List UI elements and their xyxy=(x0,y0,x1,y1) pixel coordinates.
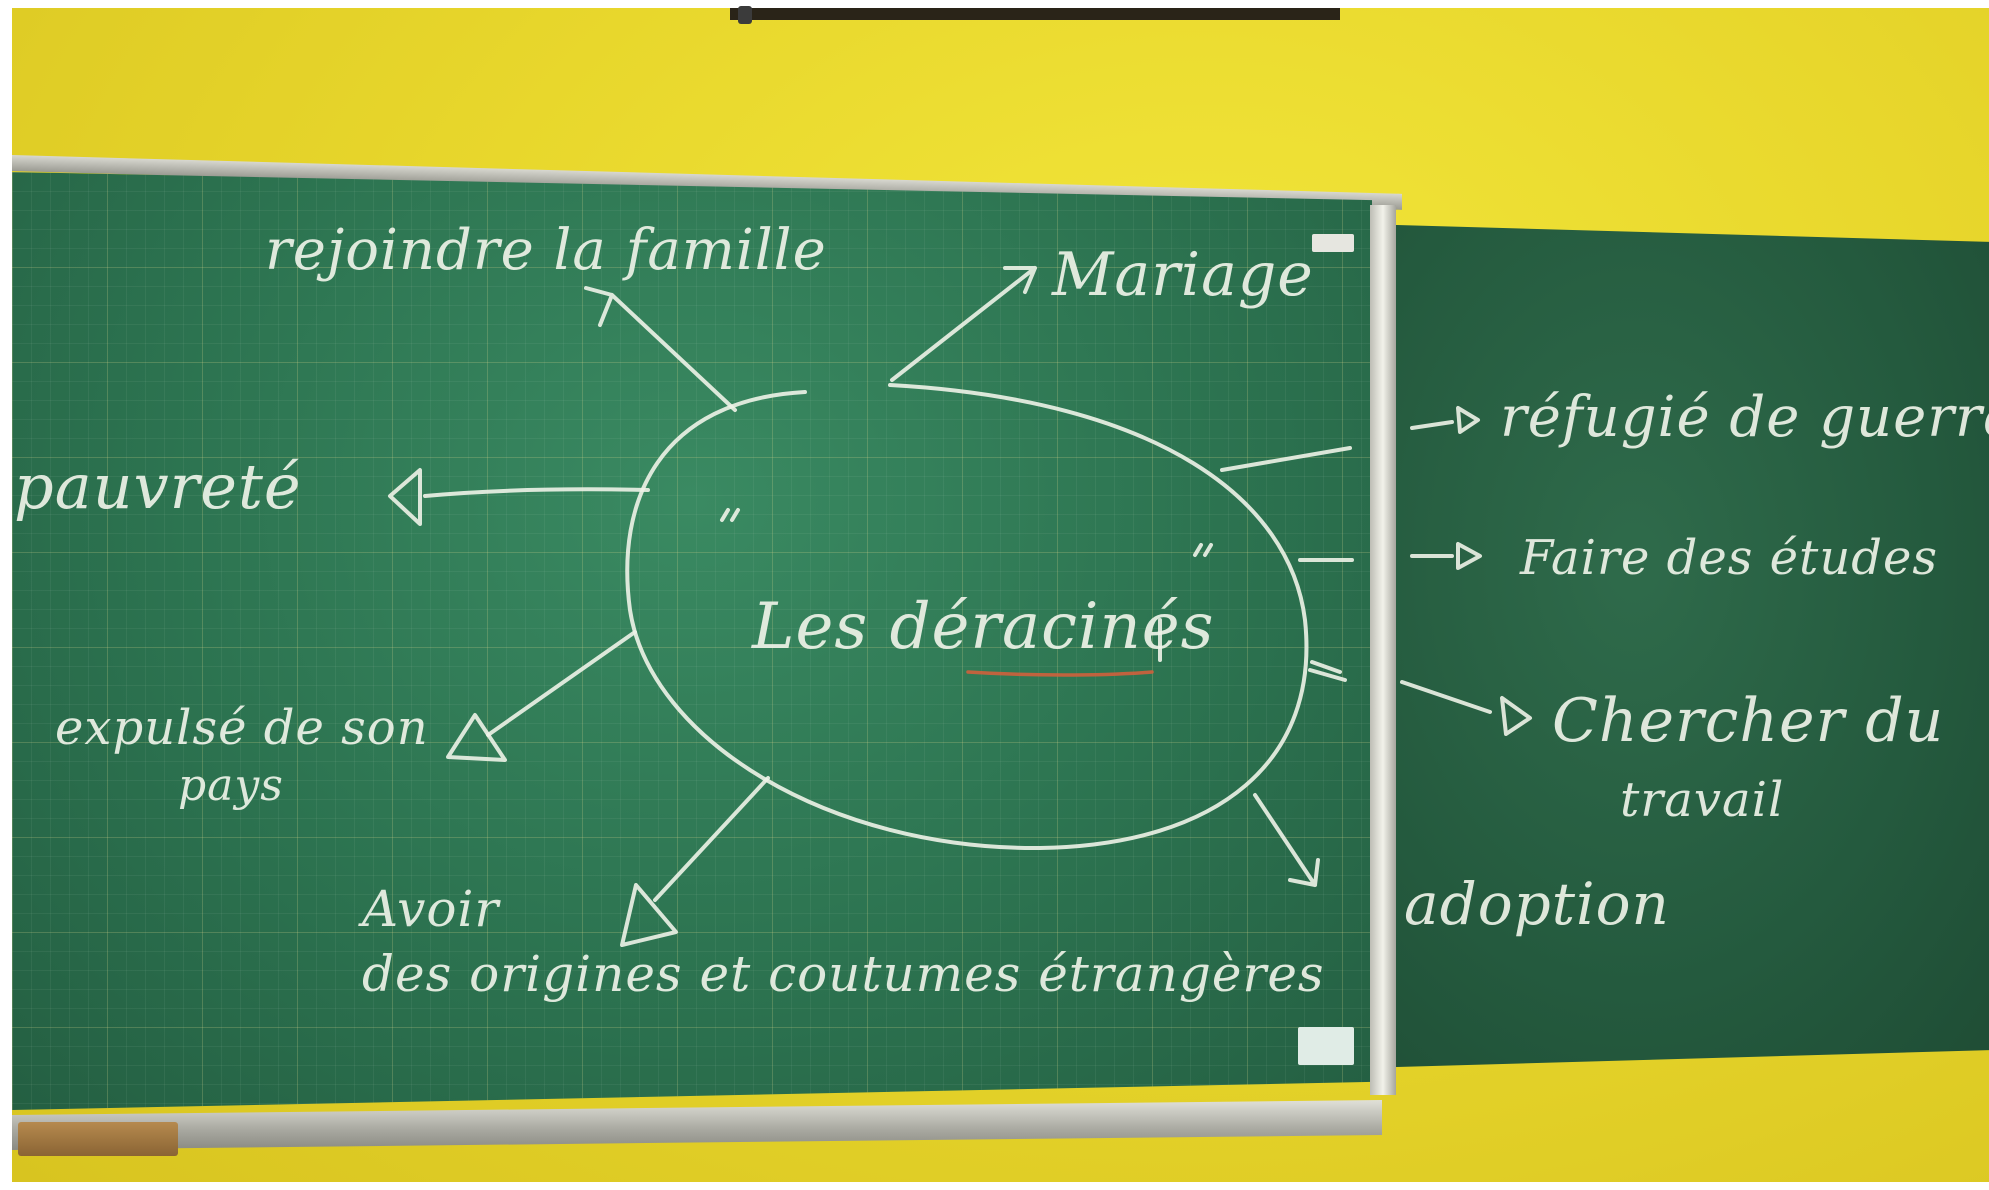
label-expulse-line1: expulsé de son xyxy=(55,700,429,756)
arrowhead-refugie xyxy=(1456,406,1480,434)
chalkboard-side-panel xyxy=(1396,225,1989,1067)
arrowhead-travail xyxy=(1500,696,1532,736)
title-underline xyxy=(966,670,1154,677)
central-oval xyxy=(625,383,1309,851)
label-adoption: adoption xyxy=(1404,870,1670,938)
label-pauvrete: pauvreté xyxy=(14,450,302,523)
label-chercher-du-travail-line2: travail xyxy=(1620,772,1785,828)
label-refugie-de-guerre: réfugié de guerre xyxy=(1500,385,1989,450)
center-title: Les déracinés xyxy=(752,590,1215,664)
arrowhead-etudes xyxy=(1456,542,1482,570)
arrow-pauvrete xyxy=(423,487,650,498)
quote-mark-right xyxy=(1193,543,1213,557)
label-chercher-du-travail-line1: Chercher du xyxy=(1552,686,1945,756)
label-rejoindre-la-famille: rejoindre la famille xyxy=(265,218,827,283)
manufacturer-sticker xyxy=(1312,234,1354,252)
arrow-mariage xyxy=(890,266,1037,382)
arrowhead-expulse xyxy=(446,713,507,762)
arrow-travail xyxy=(1308,668,1347,682)
arrow-avoir xyxy=(653,776,770,902)
arrow-rejoindre xyxy=(584,286,737,412)
label-faire-des-etudes: Faire des études xyxy=(1520,530,1939,586)
label-mariage: Mariage xyxy=(1052,240,1314,310)
picture-frame-edge xyxy=(730,8,1340,20)
arrow-travail-cont xyxy=(1400,680,1492,714)
arrow-expulse xyxy=(486,630,637,737)
board-hinge-post xyxy=(1370,205,1396,1095)
manufacturer-sticker-bottom xyxy=(1298,1027,1354,1065)
arrowhead-avoir xyxy=(620,883,678,947)
arrowhead-pauvrete xyxy=(388,468,422,526)
arrow-refugie xyxy=(1220,446,1352,472)
quote-mark-left xyxy=(720,508,740,522)
arrow-adoption xyxy=(1253,793,1320,887)
label-avoir-line1: Avoir xyxy=(362,880,500,938)
chalkboard-main xyxy=(12,172,1372,1110)
label-expulse-line2: pays xyxy=(178,760,284,811)
board-eraser xyxy=(18,1122,178,1156)
hook xyxy=(738,6,752,24)
ray-short-1 xyxy=(1310,660,1342,674)
label-avoir-line2: des origines et coutumes étrangères xyxy=(362,945,1325,1003)
arrow-refugie-cont xyxy=(1410,420,1454,430)
